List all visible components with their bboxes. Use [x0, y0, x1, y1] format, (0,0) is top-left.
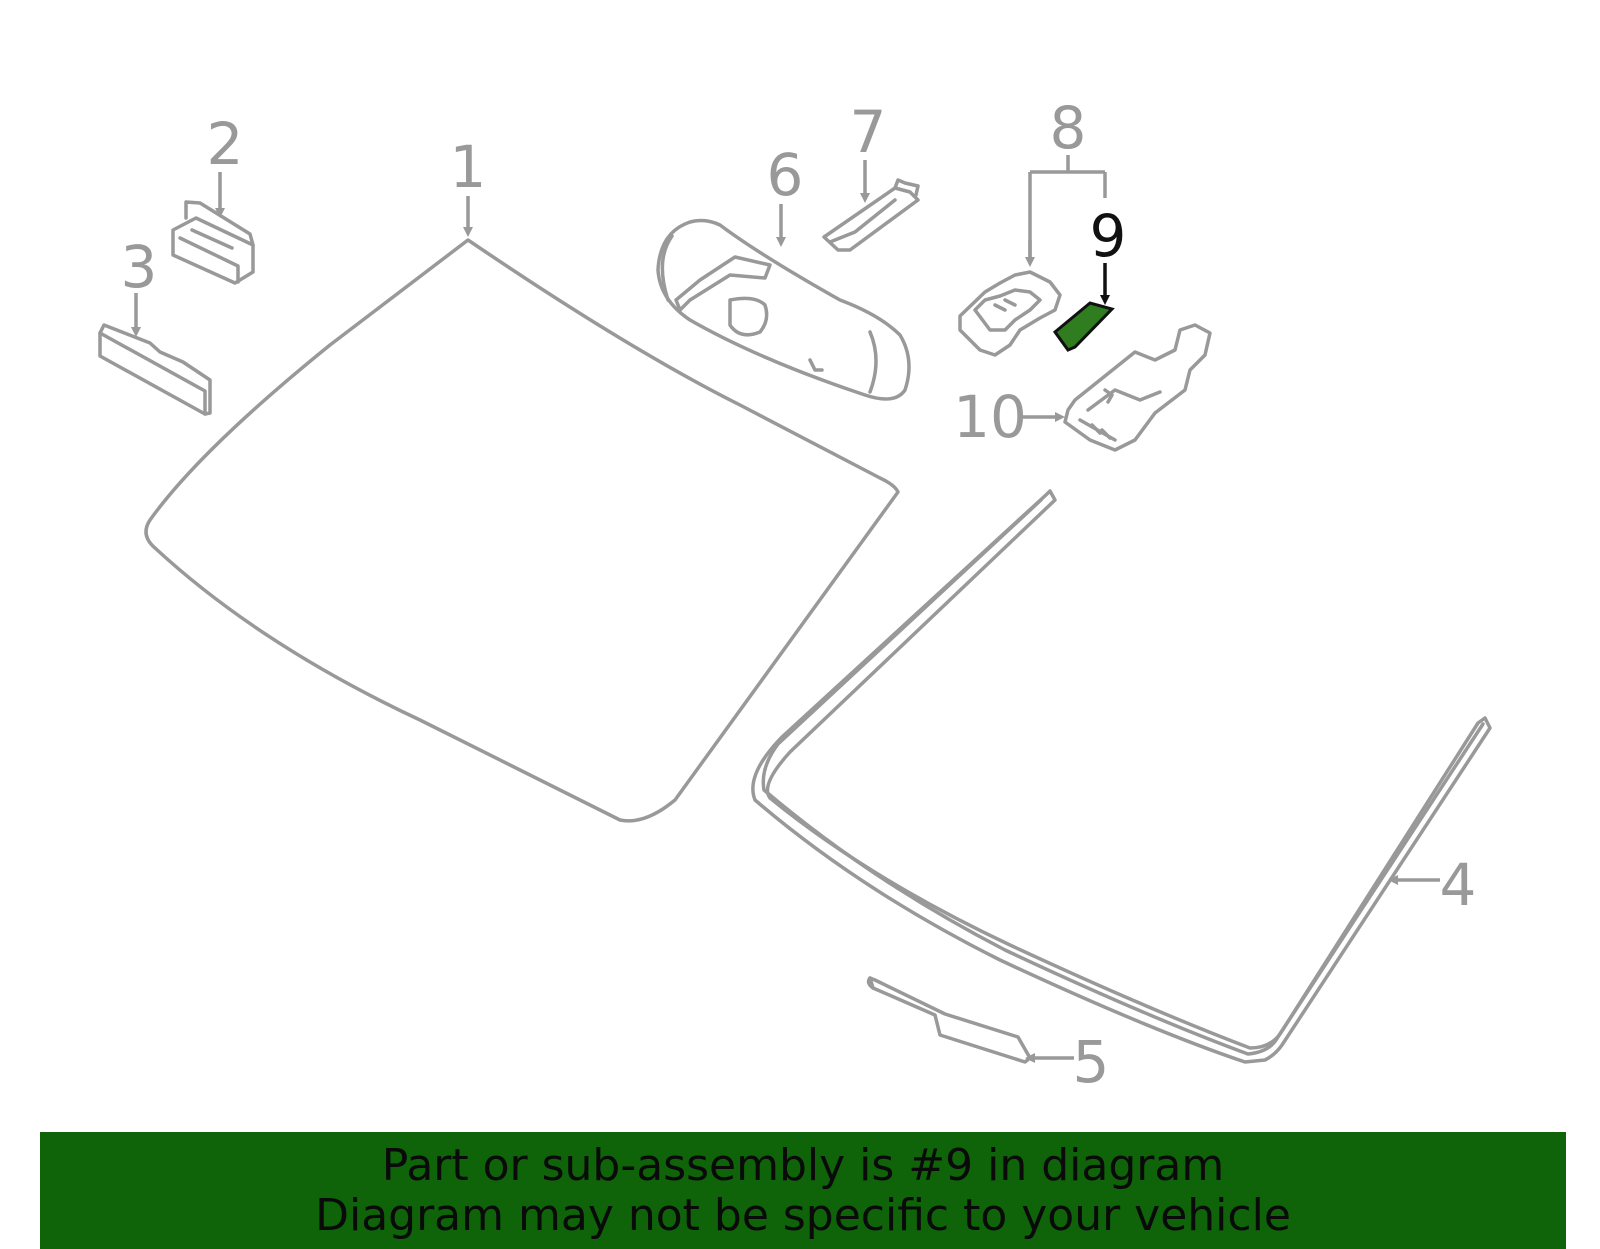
part-8-housing [958, 270, 1062, 357]
part-1-windshield [144, 238, 900, 823]
callout-5: 5 [1073, 1028, 1110, 1096]
callout-8: 8 [1050, 94, 1087, 162]
callout-6: 6 [767, 141, 804, 209]
callout-9-highlighted: 9 [1090, 202, 1127, 270]
callout-numbers: 1 2 3 4 5 6 7 8 9 10 [121, 94, 1477, 1096]
part-7-clip [822, 178, 920, 252]
leader-8-bracket [1028, 155, 1107, 262]
part-9-highlighted [1052, 301, 1115, 352]
part-10-bracket [1063, 323, 1212, 452]
callout-4: 4 [1440, 851, 1477, 919]
part-6-mirror [656, 218, 911, 401]
callout-3: 3 [121, 233, 158, 301]
part-4-moulding [751, 489, 1492, 1064]
callout-10: 10 [953, 383, 1027, 451]
info-banner: Part or sub-assembly is #9 in diagram Di… [40, 1132, 1566, 1249]
callout-2: 2 [207, 110, 244, 178]
leader-lines [131, 155, 1440, 1063]
banner-line-2: Diagram may not be specific to your vehi… [315, 1189, 1291, 1241]
part-3-cover [98, 323, 212, 416]
banner-line-1: Part or sub-assembly is #9 in diagram [381, 1139, 1225, 1191]
callout-1: 1 [450, 133, 487, 201]
part-2-bracket [171, 200, 255, 285]
callout-7: 7 [850, 98, 887, 166]
part-5-garnish [866, 976, 1032, 1064]
